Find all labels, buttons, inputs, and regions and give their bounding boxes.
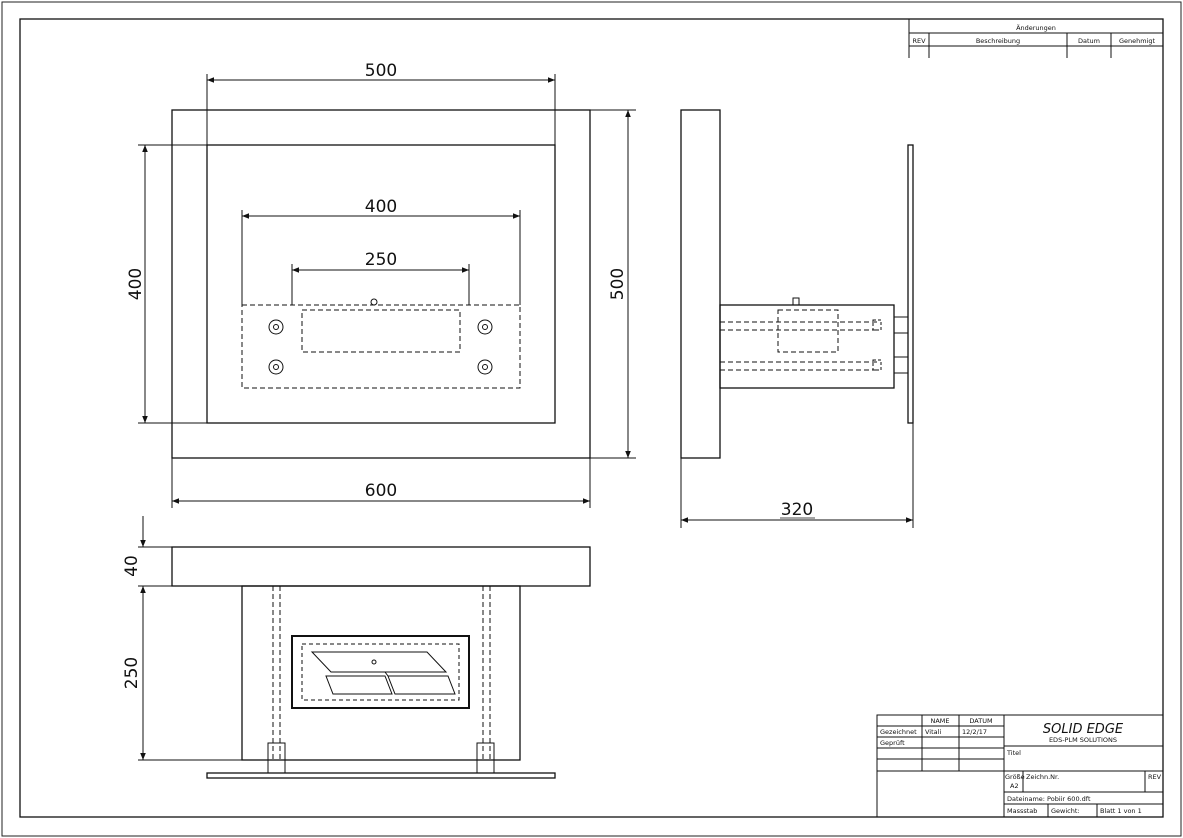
dim-front-inner-width: 400 bbox=[365, 197, 397, 217]
revision-col-description: Beschreibung bbox=[976, 37, 1020, 45]
tb-filename: Dateiname: Pobiir 600.dft bbox=[1007, 795, 1091, 803]
tb-drawn-name: Vitali bbox=[925, 728, 941, 736]
dim-bottom-height: 250 bbox=[122, 657, 142, 689]
tb-rev-label: REV bbox=[1148, 773, 1162, 781]
side-view bbox=[680, 109, 914, 459]
tb-col-date: DATUM bbox=[969, 717, 992, 725]
bottom-view bbox=[171, 546, 591, 779]
revision-col-date: Datum bbox=[1078, 37, 1100, 45]
tb-drawing-no-label: Zeichn.Nr. bbox=[1026, 773, 1059, 781]
revision-table bbox=[908, 19, 1163, 58]
tb-title-label: Titel bbox=[1006, 749, 1021, 757]
tb-drawn-date: 12/2/17 bbox=[962, 728, 987, 736]
dim-front-inner-height: 400 bbox=[126, 268, 146, 300]
front-hidden-box bbox=[241, 304, 521, 389]
bottom-body bbox=[241, 585, 521, 761]
tb-checked-label: Geprüft bbox=[880, 739, 905, 747]
tb-size-label: Größe bbox=[1005, 773, 1025, 781]
bottom-dimension-lines bbox=[138, 516, 242, 761]
tb-sheet-label: Blatt 1 von 1 bbox=[1100, 807, 1142, 815]
front-outer-frame bbox=[171, 109, 591, 459]
dim-front-outer-width: 500 bbox=[365, 61, 397, 81]
dim-bottom-top-thickness: 40 bbox=[122, 555, 142, 577]
bottom-top-slab bbox=[171, 546, 591, 587]
tb-weight-label: Gewicht: bbox=[1051, 807, 1080, 815]
bottom-base-plate bbox=[206, 772, 556, 779]
revision-table-header: Änderungen bbox=[1016, 23, 1056, 32]
bottom-burner-outer bbox=[291, 635, 470, 709]
dim-front-burner-width: 250 bbox=[365, 250, 397, 270]
front-inner-panel bbox=[206, 144, 556, 424]
front-bolts bbox=[268, 319, 493, 375]
title-block-grid bbox=[876, 714, 1164, 818]
tb-col-name: NAME bbox=[930, 717, 949, 725]
side-body bbox=[719, 304, 895, 389]
tb-drawn-label: Gezeichnet bbox=[880, 728, 917, 736]
front-view bbox=[171, 109, 591, 459]
revision-col-approved: Genehmigt bbox=[1119, 37, 1156, 45]
side-wall-plate bbox=[907, 144, 914, 424]
tb-size-value: A2 bbox=[1010, 782, 1019, 790]
tb-logo-subtitle: EDS-PLM SOLUTIONS bbox=[1049, 736, 1117, 744]
dim-side-depth: 320 bbox=[781, 500, 813, 520]
side-front-panel bbox=[680, 109, 721, 459]
revision-col-rev: REV bbox=[912, 37, 926, 45]
side-dimension-lines bbox=[680, 423, 914, 528]
tb-logo-title: SOLID EDGE bbox=[1043, 722, 1124, 737]
dim-front-outer-height: 500 bbox=[608, 268, 628, 300]
drawing-frame bbox=[19, 18, 1164, 818]
front-dimension-lines bbox=[138, 74, 636, 508]
dim-front-total-width: 600 bbox=[365, 481, 397, 501]
tb-scale-label: Massstab bbox=[1007, 807, 1037, 815]
